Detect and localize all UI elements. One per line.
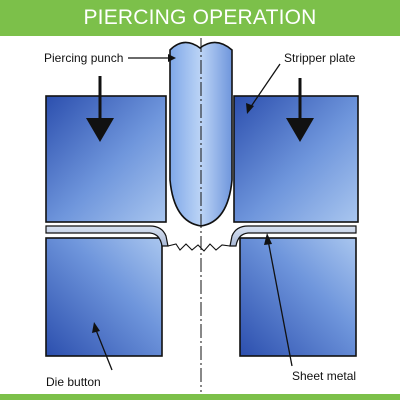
leader-stripper-plate xyxy=(246,63,281,114)
sheet-metal xyxy=(45,225,357,252)
title-bar: PIERCING OPERATION xyxy=(0,0,400,36)
label-sheet-metal: Sheet metal xyxy=(292,369,356,383)
leader-piercing-punch xyxy=(128,54,176,62)
stripper-plate-right xyxy=(233,95,359,223)
down-arrow-right-icon xyxy=(286,78,314,142)
bottom-bar xyxy=(0,394,400,400)
die-button-left xyxy=(45,237,163,357)
down-arrow-left-icon xyxy=(86,76,114,142)
die-button-right xyxy=(239,237,357,357)
label-piercing-punch: Piercing punch xyxy=(44,51,123,65)
diagram-title: PIERCING OPERATION xyxy=(83,6,317,29)
leader-sheet-metal xyxy=(264,233,293,367)
label-stripper-plate: Stripper plate xyxy=(284,51,356,65)
leader-die-button xyxy=(92,322,113,371)
label-die-button: Die button xyxy=(46,375,101,389)
stripper-plate-left xyxy=(45,95,167,223)
